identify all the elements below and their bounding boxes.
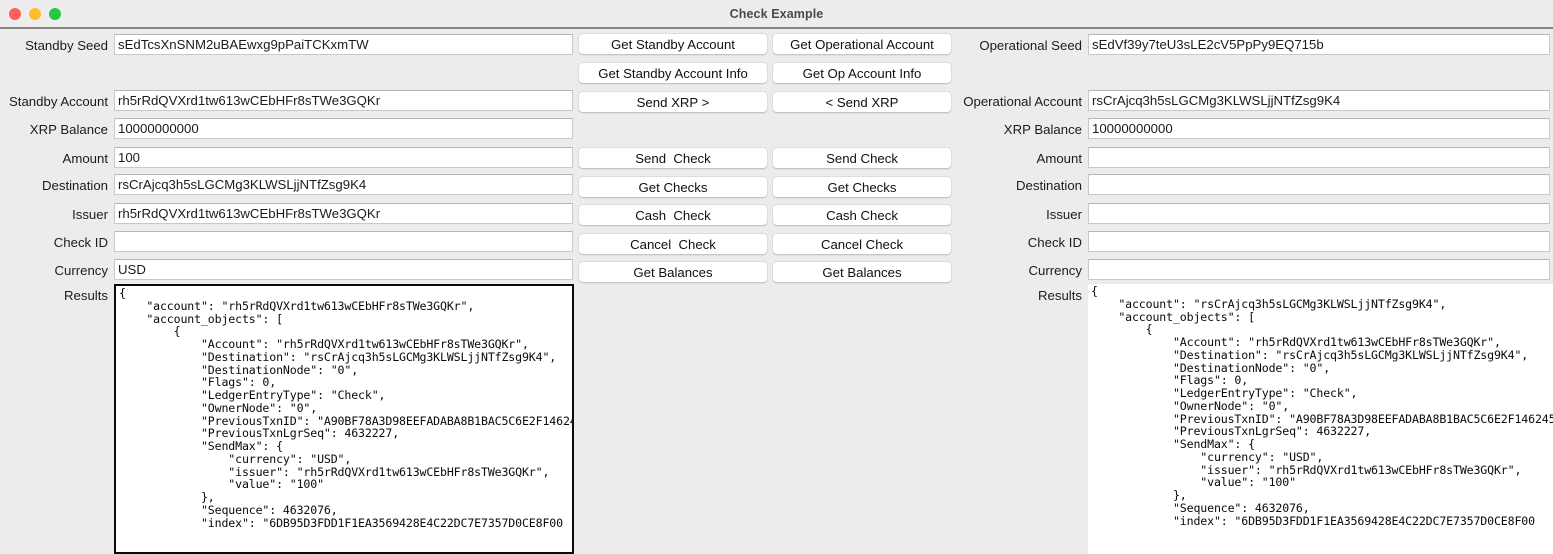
standby-cash-check-button[interactable]: Cash Check: [578, 204, 768, 226]
operational-account-label: Operational Account: [963, 94, 1082, 109]
titlebar-separator: [0, 27, 1553, 29]
send-xrp-right-button[interactable]: Send XRP >: [578, 91, 768, 113]
operational-results-label: Results: [1038, 288, 1082, 303]
standby-amount-input[interactable]: [114, 147, 573, 168]
standby-send-check-button[interactable]: Send Check: [578, 147, 768, 169]
standby-currency-input[interactable]: [114, 259, 573, 280]
maximize-button[interactable]: [49, 8, 61, 20]
standby-issuer-label: Issuer: [72, 207, 108, 222]
operational-currency-label: Currency: [1028, 263, 1083, 278]
standby-checkid-input[interactable]: [114, 231, 573, 252]
operational-checkid-input[interactable]: [1088, 231, 1550, 252]
operational-send-check-button[interactable]: Send Check: [772, 147, 952, 169]
standby-seed-input[interactable]: [114, 34, 573, 55]
window-title: Check Example: [729, 7, 824, 21]
operational-checkid-label: Check ID: [1027, 235, 1082, 250]
standby-destination-label: Destination: [42, 178, 108, 193]
standby-results-label: Results: [64, 288, 108, 303]
window-titlebar: Check Example: [0, 0, 1553, 28]
standby-checkid-label: Check ID: [53, 235, 108, 250]
operational-cash-check-button[interactable]: Cash Check: [772, 204, 952, 226]
operational-currency-input[interactable]: [1088, 259, 1550, 280]
operational-destination-label: Destination: [1016, 178, 1082, 193]
operational-balance-label: XRP Balance: [1003, 122, 1082, 137]
operational-seed-input[interactable]: [1088, 34, 1550, 55]
standby-get-balances-button[interactable]: Get Balances: [578, 261, 768, 283]
standby-account-label: Standby Account: [9, 94, 108, 109]
operational-results-textarea[interactable]: { "account": "rsCrAjcq3h5sLGCMg3KLWSLjjN…: [1088, 284, 1553, 554]
get-operational-account-button[interactable]: Get Operational Account: [772, 33, 952, 55]
standby-currency-label: Currency: [54, 263, 109, 278]
window-content: Standby Seed Standby Account XRP Balance…: [0, 29, 1553, 554]
send-xrp-left-button[interactable]: < Send XRP: [772, 91, 952, 113]
operational-issuer-input[interactable]: [1088, 203, 1550, 224]
get-standby-account-info-button[interactable]: Get Standby Account Info: [578, 62, 768, 84]
operational-destination-input[interactable]: [1088, 174, 1550, 195]
standby-results-textarea[interactable]: { "account": "rh5rRdQVXrd1tw613wCEbHFr8s…: [114, 284, 574, 554]
standby-get-checks-button[interactable]: Get Checks: [578, 176, 768, 198]
operational-balance-input[interactable]: [1088, 118, 1550, 139]
standby-account-input[interactable]: [114, 90, 573, 111]
standby-balance-input[interactable]: [114, 118, 573, 139]
operational-get-checks-button[interactable]: Get Checks: [772, 176, 952, 198]
close-button[interactable]: [9, 8, 21, 20]
operational-get-balances-button[interactable]: Get Balances: [772, 261, 952, 283]
standby-destination-input[interactable]: [114, 174, 573, 195]
operational-amount-label: Amount: [1036, 151, 1082, 166]
operational-seed-label: Operational Seed: [979, 38, 1082, 53]
standby-issuer-input[interactable]: [114, 203, 573, 224]
operational-account-input[interactable]: [1088, 90, 1550, 111]
operational-cancel-check-button[interactable]: Cancel Check: [772, 233, 952, 255]
minimize-button[interactable]: [29, 8, 41, 20]
get-op-account-info-button[interactable]: Get Op Account Info: [772, 62, 952, 84]
get-standby-account-button[interactable]: Get Standby Account: [578, 33, 768, 55]
standby-balance-label: XRP Balance: [29, 122, 108, 137]
standby-seed-label: Standby Seed: [25, 38, 108, 53]
standby-cancel-check-button[interactable]: Cancel Check: [578, 233, 768, 255]
operational-issuer-label: Issuer: [1046, 207, 1082, 222]
standby-amount-label: Amount: [62, 151, 108, 166]
window-controls: [9, 0, 61, 28]
operational-amount-input[interactable]: [1088, 147, 1550, 168]
